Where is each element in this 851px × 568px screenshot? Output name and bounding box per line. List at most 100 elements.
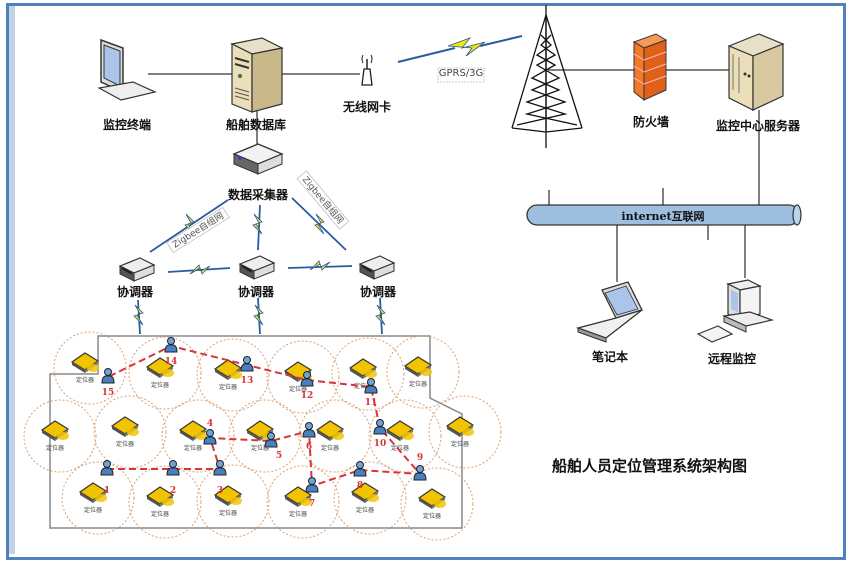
path-point-number: 4 — [207, 419, 213, 429]
gprs-label: GPRS/3G — [438, 68, 484, 79]
zigbee-left-label: Zigbee自组网 — [170, 209, 226, 250]
locator-range-circle — [266, 340, 340, 414]
coordinator-left-label: 协调器 — [116, 285, 154, 299]
positioning-area: 定位器定位器定位器定位器定位器定位器定位器定位器定位器定位器定位器定位器定位器定… — [23, 331, 502, 541]
path-point-number: 12 — [301, 391, 314, 401]
locator-range-circle — [266, 465, 340, 539]
locator-range-circle — [400, 467, 474, 541]
locator-range-circle — [386, 335, 460, 409]
gprs-link — [397, 35, 523, 83]
locator-icon — [111, 416, 140, 438]
zigbee-bolt — [309, 260, 331, 271]
locator-range-circle — [196, 464, 270, 538]
coordinator-mid-icon — [239, 255, 275, 280]
laptop-label: 笔记本 — [591, 350, 629, 364]
locator-icon — [71, 352, 100, 374]
person-icon — [213, 460, 227, 476]
locator-label: 定位器 — [151, 381, 169, 389]
zigbee-tag-box — [166, 206, 230, 254]
locator-label: 定位器 — [423, 512, 441, 520]
path-point-number: 3 — [217, 486, 223, 496]
path-point-number: 9 — [417, 453, 423, 463]
locator-icon — [404, 356, 433, 378]
locator-label: 定位器 — [76, 376, 94, 384]
locator-label: 定位器 — [321, 444, 339, 452]
path-point-number: 5 — [276, 451, 282, 461]
path-point-number: 6 — [306, 442, 312, 452]
frame-band — [9, 6, 15, 554]
locator-icon — [179, 420, 208, 442]
coordinator-right-icon — [359, 255, 395, 280]
ship-database-server-icon — [230, 37, 284, 113]
locator-range-circle — [428, 395, 502, 469]
locator-label: 定位器 — [451, 440, 469, 448]
internet-pipe — [526, 204, 802, 226]
person-icon — [164, 337, 178, 353]
monitor-terminal-icon — [97, 38, 157, 101]
coordinator-left-icon — [119, 257, 155, 282]
person-icon — [373, 419, 387, 435]
monitor-terminal-label: 监控终端 — [102, 118, 152, 132]
locator-icon — [418, 488, 447, 510]
data-collector-label: 数据采集器 — [227, 188, 289, 202]
locator-icon — [386, 420, 415, 442]
locator-icon — [316, 420, 345, 442]
locator-label: 定位器 — [289, 385, 307, 393]
locator-label: 定位器 — [219, 383, 237, 391]
locator-range-circle — [128, 465, 202, 539]
person-icon — [240, 356, 254, 372]
locator-icon — [349, 358, 378, 380]
firewall-icon — [632, 33, 668, 102]
path-point-number: 11 — [365, 398, 378, 408]
locator-range-circle — [61, 461, 135, 535]
locator-label: 定位器 — [356, 506, 374, 514]
remote-monitor-label: 远程监控 — [707, 352, 757, 366]
path-point-number: 10 — [374, 439, 387, 449]
monitor-server-label: 监控中心服务器 — [715, 119, 801, 133]
remote-monitor-pc-icon — [696, 279, 775, 343]
data-collector-icon — [232, 143, 284, 175]
internet-label: internet互联网 — [621, 210, 705, 223]
locator-icon — [446, 416, 475, 438]
diagram-title: 船舶人员定位管理系统架构图 — [552, 457, 748, 475]
locator-range-circle — [196, 338, 270, 412]
laptop-icon — [575, 281, 643, 343]
path-point-number: 8 — [357, 481, 363, 491]
locator-label: 定位器 — [219, 509, 237, 517]
locator-range-circle — [53, 331, 127, 405]
path-point-number: 2 — [170, 486, 176, 496]
path-point-number: 14 — [165, 357, 178, 367]
locator-label: 定位器 — [251, 444, 269, 452]
locator-range-circle — [228, 399, 302, 473]
zigbee-bolt — [252, 213, 263, 235]
path-point-number: 13 — [241, 376, 254, 386]
locator-range-circle — [333, 461, 407, 535]
locator-label: 定位器 — [391, 444, 409, 452]
firewall-label: 防火墙 — [632, 115, 670, 129]
coordinator-mid-label: 协调器 — [237, 285, 275, 299]
locator-range-circle — [23, 399, 97, 473]
locator-label: 定位器 — [84, 506, 102, 514]
tracking-path — [107, 344, 423, 488]
zigbee-tag-box — [296, 170, 350, 230]
person-icon — [353, 461, 367, 477]
locator-label: 定位器 — [409, 380, 427, 388]
wireless-card-label: 无线网卡 — [342, 100, 392, 114]
zigbee-right-label: Zigbee自组网 — [300, 174, 347, 226]
person-icon — [305, 477, 319, 493]
communication-tower-icon — [511, 5, 583, 148]
locator-range-circle — [161, 399, 235, 473]
wireless-card-icon — [361, 54, 373, 86]
locator-icon — [41, 420, 70, 442]
locator-label: 定位器 — [184, 444, 202, 452]
monitor-center-server-icon — [727, 33, 785, 111]
locator-range-circle — [298, 399, 372, 473]
locator-range-circle — [128, 336, 202, 410]
locator-label: 定位器 — [289, 510, 307, 518]
locator-label: 定位器 — [46, 444, 64, 452]
path-point-number: 7 — [309, 499, 315, 509]
ship-database-label: 船舶数据库 — [225, 118, 287, 132]
diagram-frame — [6, 3, 846, 560]
coordinator-right-label: 协调器 — [359, 285, 397, 299]
